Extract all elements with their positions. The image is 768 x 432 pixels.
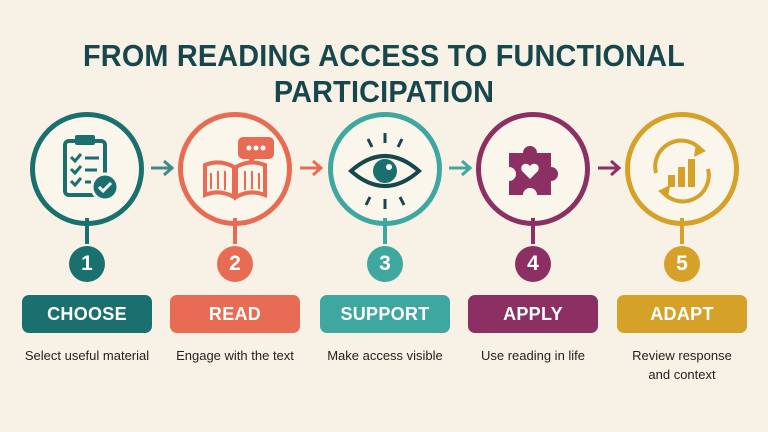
checklist-icon [63,135,120,202]
open-book-icon [203,137,274,201]
step-3-connector [383,218,387,244]
step-2-ring [178,112,292,226]
step-support: 3 SUPPORT Make access visible [310,0,460,432]
step-5-number: 5 [664,246,700,282]
step-choose: 1 CHOOSE Select useful material [12,0,162,432]
arrow-right-icon [300,159,324,177]
step-1-caption: Select useful material [24,348,150,363]
eye-icon [347,133,423,209]
step-5-connector [680,218,684,244]
step-2-caption: Engage with the text [176,348,294,363]
step-3-label: SUPPORT [320,295,450,333]
puzzle-piece-icon [509,146,558,195]
step-2-number: 2 [217,246,253,282]
step-5-label: ADAPT [617,295,747,333]
step-1-number: 1 [69,246,105,282]
step-5-caption: Review response and context [632,348,732,382]
step-4-connector [531,218,535,244]
arrow-right-icon [449,159,473,177]
step-4-caption: Use reading in life [480,348,586,363]
step-5-ring [625,112,739,226]
step-2-connector [233,218,237,244]
arrow-right-icon [598,159,622,177]
arrow-right-icon [151,159,175,177]
step-3-ring [328,112,442,226]
step-2-label: READ [170,295,300,333]
step-4-label: APPLY [468,295,598,333]
step-4-ring [476,112,590,226]
step-adapt: 5 ADAPT Review response and context [607,0,757,432]
step-1-label: CHOOSE [22,295,152,333]
step-read: 2 READ Engage with the text [160,0,310,432]
step-3-number: 3 [367,246,403,282]
step-1-ring [30,112,144,226]
step-3-caption: Make access visible [327,348,443,363]
cycle-chart-icon [653,138,711,204]
step-4-number: 4 [515,246,551,282]
step-1-connector [85,218,89,244]
page-title: FROM READING ACCESS TO FUNCTIONAL PARTIC… [83,38,685,109]
step-apply: 4 APPLY Use reading in life [458,0,608,432]
